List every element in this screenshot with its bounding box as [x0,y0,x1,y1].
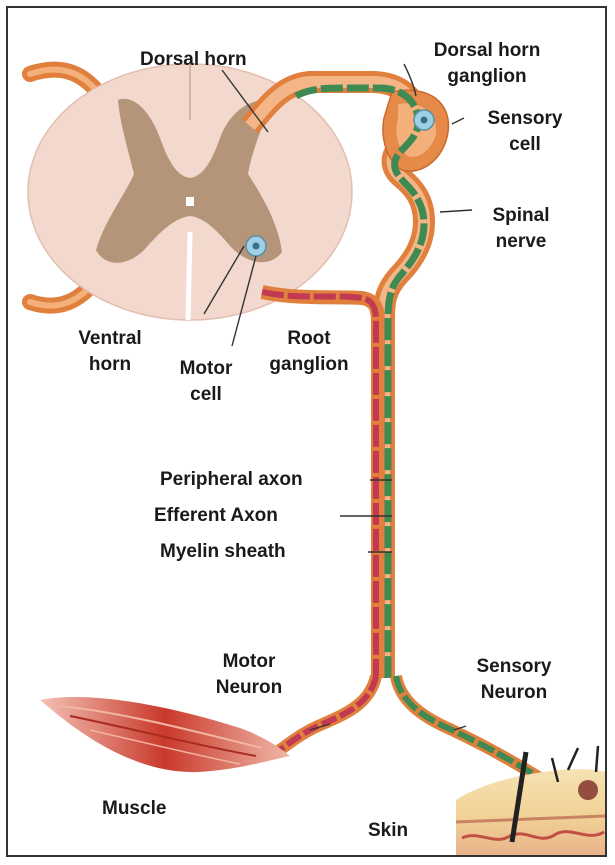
muscle [40,697,290,772]
label-spinal-nerve-line2: nerve [476,229,566,255]
label-dorsal-horn-ganglion-line2: ganglion [412,64,562,90]
label-motor-neuron-line2: Neuron [194,675,304,701]
label-sensory-neuron: Sensory Neuron [454,654,574,706]
label-motor-cell: Motor cell [156,356,256,408]
label-sensory-cell: Sensory cell [470,106,580,158]
central-canal [186,197,194,206]
label-root-ganglion-line1: Root [250,326,368,352]
label-dorsal-horn-ganglion: Dorsal horn ganglion [412,38,562,90]
label-motor-cell-line1: Motor [156,356,256,382]
label-motor-neuron: Motor Neuron [194,649,304,701]
label-motor-neuron-line1: Motor [194,649,304,675]
label-sensory-cell-line2: cell [470,132,580,158]
label-root-ganglion-line2: ganglion [250,352,368,378]
label-ventral-horn: Ventral horn [60,326,160,378]
sensory-cell-body [414,110,434,130]
label-ventral-horn-line1: Ventral [60,326,160,352]
label-sensory-cell-line1: Sensory [470,106,580,132]
label-spinal-nerve-line1: Spinal [476,203,566,229]
label-dorsal-horn-ganglion-line1: Dorsal horn [412,38,562,64]
skin [456,746,605,855]
label-peripheral-axon: Peripheral axon [160,467,303,493]
label-root-ganglion: Root ganglion [250,326,368,378]
label-muscle: Muscle [102,796,166,822]
label-efferent-axon: Efferent Axon [154,503,278,529]
label-dorsal-horn: Dorsal horn [140,47,247,73]
label-spinal-nerve: Spinal nerve [476,203,566,255]
motor-cell-body [246,236,266,256]
label-ventral-horn-line2: horn [60,352,160,378]
label-skin: Skin [368,818,408,844]
label-motor-cell-line2: cell [156,382,256,408]
label-sensory-neuron-line2: Neuron [454,680,574,706]
label-sensory-neuron-line1: Sensory [454,654,574,680]
label-myelin-sheath: Myelin sheath [160,539,286,565]
